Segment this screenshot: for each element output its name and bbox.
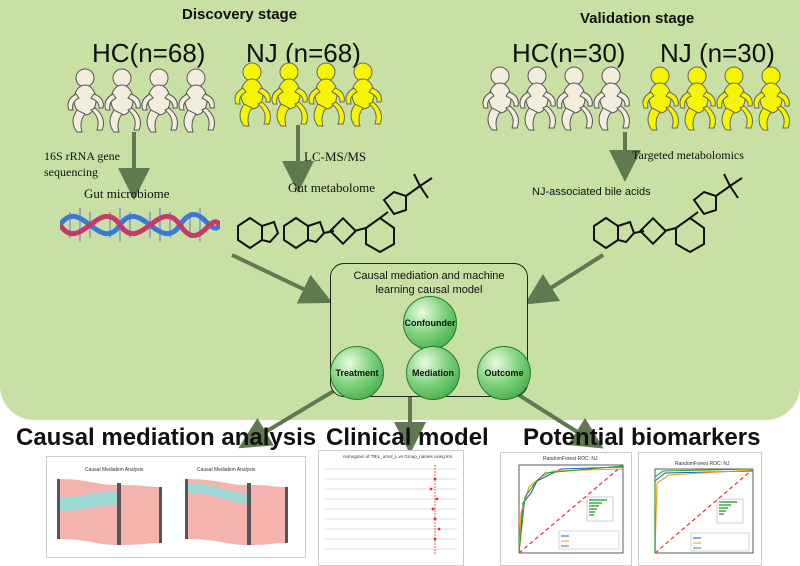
nomogram-graphic [325,465,457,555]
gut-metabolome-label: Gut metabolome [288,180,376,195]
confounder-label: Confounder [404,318,456,328]
roc-thumbnail-2: RandomForest ROC: NJ [638,452,762,566]
validation-nj-label: NJ (n=30) [660,38,775,68]
outcome-node: Outcome [477,346,531,400]
causal-model-title: Causal mediation and machine learning ca… [331,269,527,297]
clinical-model-heading: Clinical model [326,424,489,451]
treatment-label: Treatment [335,368,379,378]
gut-microbiome-label: Gut microbiome [84,186,170,201]
roc-thumbnail-2-title: RandomForest ROC: NJ [675,461,730,467]
discovery-hc-babies [67,68,215,133]
molecule-small-icon [237,216,280,250]
discovery-nj-label: NJ (n=68) [246,38,361,68]
bile-acids-label: NJ-associated bile acids [532,186,651,198]
causal-mediation-thumbnail: Causal Mediation Analysis Causal Mediati… [46,456,306,558]
cma-thumbnail-title-2: Causal Mediation Analysis [197,467,256,473]
validation-hc-label: HC(n=30) [512,38,626,68]
babies-layer [67,62,790,133]
outcome-label: Outcome [484,368,524,378]
discovery-hc-label: HC(n=68) [92,38,206,68]
causal-model-title-line1: Causal mediation and machine [353,270,505,282]
dna-helix-icon [60,208,220,242]
sequencing-label: 16S rRNA gene sequencing [44,148,120,180]
arrow-discovery-to-model [231,253,333,304]
discovery-stage-title: Discovery stage [182,6,298,23]
nomogram-thumbnail: nomogram of TBIL_umol_L vs Group_names u… [318,450,464,566]
validation-stage-title: Validation stage [580,10,695,27]
validation-hc-babies [482,66,630,131]
molecule-large-icon [283,173,433,254]
mediation-label: Mediation [412,368,454,378]
alluvial-plot-graphic [57,479,288,545]
arrow-validation-to-model [524,253,605,305]
causal-model-title-line2: learning causal model [375,284,483,296]
targeted-metabolomics-label: Targeted metabolomics [632,148,744,162]
bile-molecule-icon [593,173,743,254]
causal-mediation-heading: Causal mediation analysis [16,424,317,451]
roc-curve-graphic-2 [654,468,754,554]
roc-thumbnail-1: RandomForest ROC: NJ [500,452,632,566]
cma-thumbnail-title-1: Causal Mediation Analysis [85,467,144,473]
sequencing-label-line2: sequencing [44,165,98,179]
nomogram-thumbnail-title: nomogram of TBIL_umol_L vs Group_names u… [343,454,453,459]
roc-thumbnail-1-title: RandomForest ROC: NJ [543,456,598,462]
treatment-node: Treatment [330,346,384,400]
confounder-node: Confounder [403,296,457,350]
roc-curve-graphic-1 [518,464,624,554]
lcms-label: LC-MS/MS [304,149,367,164]
mediation-node: Mediation [406,346,460,400]
potential-biomarkers-heading: Potential biomarkers [523,424,761,451]
validation-nj-babies [642,66,790,131]
sequencing-label-line1: 16S rRNA gene [44,149,120,163]
discovery-nj-babies [234,62,382,127]
